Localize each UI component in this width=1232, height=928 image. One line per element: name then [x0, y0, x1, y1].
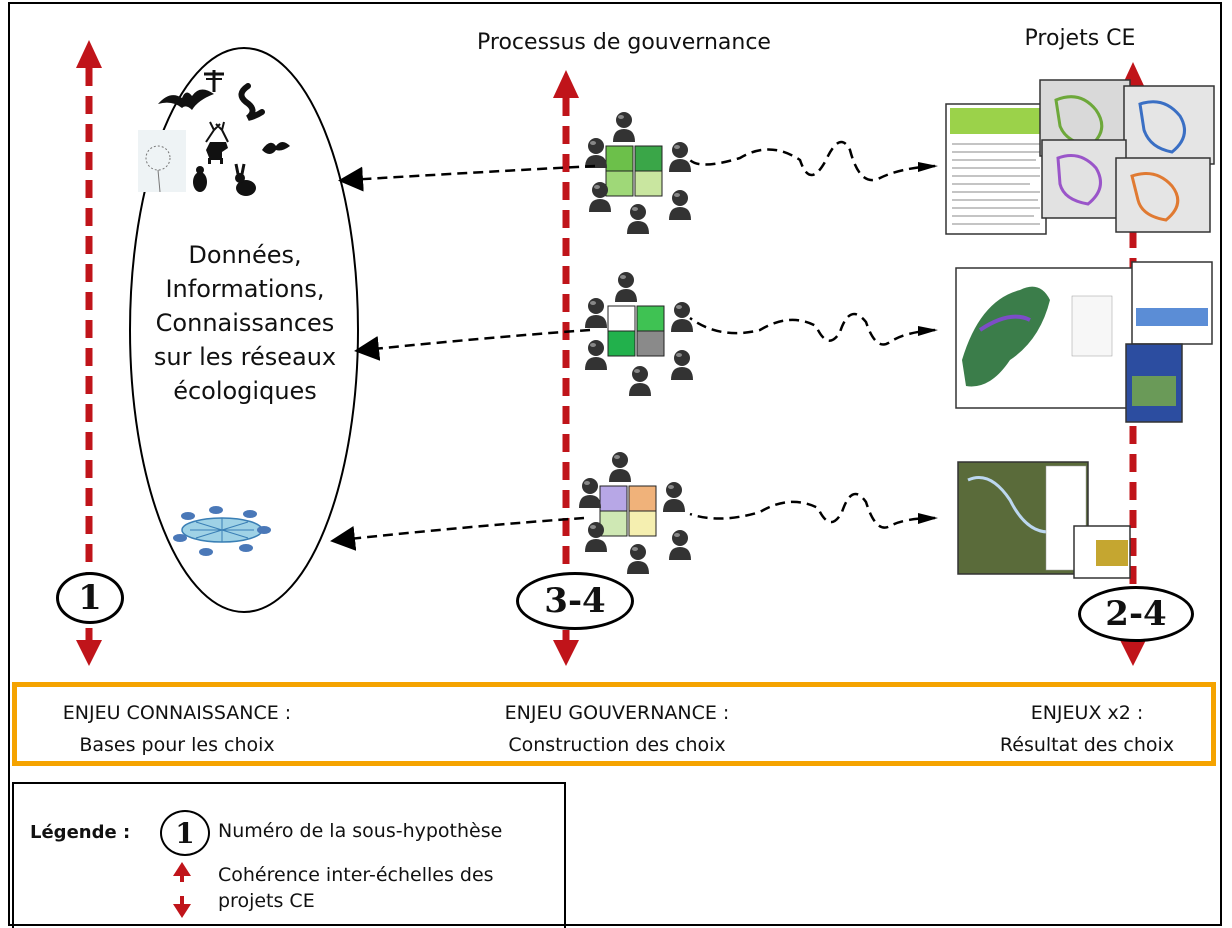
stake-knowledge-subtitle: Bases pour les choix — [79, 734, 275, 756]
legend-arrow-desc-line: Cohérence inter-échelles des — [218, 864, 494, 886]
stakes-box: ENJEU CONNAISSANCE : Bases pour les choi… — [12, 682, 1216, 766]
double-arrow-left — [76, 40, 102, 666]
people-puzzle-icon — [585, 112, 691, 234]
map-document-icon — [945, 79, 1215, 235]
hypothesis-badge-2-4: 2-4 — [1078, 586, 1194, 642]
database-network-icon — [173, 506, 271, 556]
diagram-frame — [8, 2, 1222, 926]
ellipse-line: Connaissances — [155, 309, 335, 337]
stake-governance: ENJEU GOUVERNANCE : Construction des cho… — [467, 697, 767, 761]
deer-icon — [205, 121, 229, 164]
butterfly-icon — [262, 142, 290, 154]
legend-double-arrow — [173, 862, 191, 918]
map-document-icon — [957, 461, 1131, 579]
rabbit-icon — [234, 163, 256, 196]
ellipse-line: Données, — [188, 241, 302, 269]
stake-governance-title: ENJEU GOUVERNANCE : — [504, 702, 730, 724]
legend-box: Légende : 1 Numéro de la sous-hypothèse … — [12, 782, 566, 928]
hypothesis-badge-1: 1 — [56, 572, 124, 624]
stake-knowledge-title: ENJEU CONNAISSANCE : — [62, 702, 292, 724]
ellipse-line: Informations, — [165, 275, 325, 303]
stake-knowledge: ENJEU CONNAISSANCE : Bases pour les choi… — [37, 697, 317, 761]
salamander-icon — [238, 83, 265, 121]
people-puzzle-icon — [579, 452, 691, 574]
legend-badge: 1 — [160, 810, 210, 856]
connector-arrows — [330, 140, 936, 551]
legend-badge-desc: Numéro de la sous-hypothèse — [218, 820, 503, 842]
hypothesis-badge-3-4: 3-4 — [516, 572, 634, 630]
beetle-icon — [193, 166, 207, 192]
knowledge-ellipse — [129, 47, 359, 613]
stake-results: ENJEUX x2 : Résultat des choix — [977, 697, 1197, 761]
stake-results-title: ENJEUX x2 : — [1030, 702, 1144, 724]
ellipse-line: écologiques — [173, 377, 317, 405]
legend-arrow-desc: Cohérence inter-échelles des projets CE — [218, 862, 494, 914]
dragonfly-icon — [204, 70, 224, 92]
bat-icon — [158, 89, 214, 110]
people-puzzle-icon — [585, 272, 693, 396]
stake-governance-subtitle: Construction des choix — [508, 734, 726, 756]
double-arrow-center — [553, 70, 579, 666]
dandelion-icon — [138, 130, 186, 193]
governance-title: Processus de gouvernance — [477, 30, 771, 55]
legend-label: Légende : — [30, 822, 131, 843]
legend-arrow-desc-line: projets CE — [218, 890, 315, 912]
ellipse-text: Données, Informations, Connaissances sur… — [120, 238, 370, 408]
projects-title: Projets CE — [1024, 26, 1136, 51]
ellipse-line: sur les réseaux — [153, 343, 337, 371]
map-document-icon — [955, 261, 1213, 423]
stake-results-subtitle: Résultat des choix — [999, 734, 1175, 756]
